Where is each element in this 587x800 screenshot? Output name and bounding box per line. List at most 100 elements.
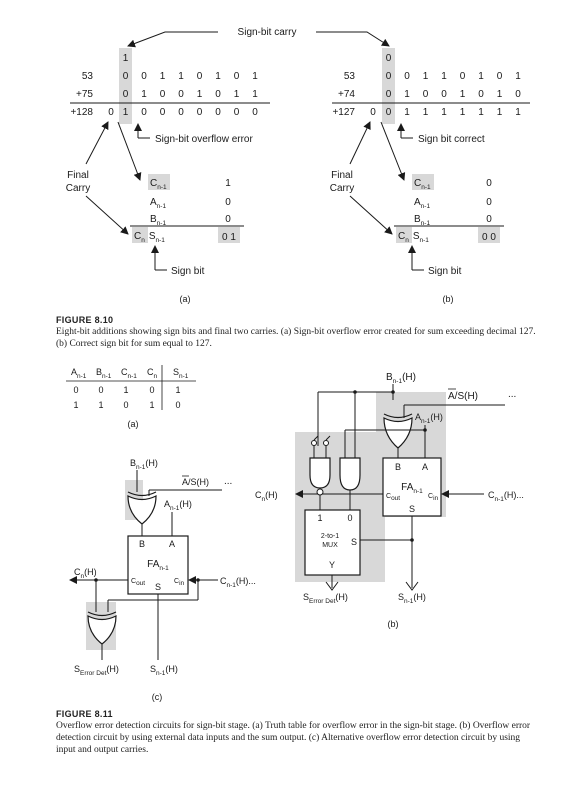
bit-cell: 0 [441, 89, 447, 100]
as-dots: ... [224, 476, 232, 487]
shade-col-b [382, 48, 395, 124]
b-val: 0 [225, 214, 231, 225]
bit-cell: 1 [423, 107, 429, 118]
bit-cell: 0 [234, 71, 240, 82]
cout-pin: Cout [131, 578, 145, 587]
row-label: +128 [70, 107, 93, 118]
bit-cell: 0 [252, 107, 258, 118]
junction-dot [410, 538, 414, 542]
b-val: 0 [486, 214, 492, 225]
bit-cell: 1 [497, 107, 503, 118]
tt-cell: 1 [73, 400, 78, 410]
bit-cell: 0 [160, 89, 166, 100]
sum-val: 0 0 [482, 232, 496, 243]
cout-pin: Cout [386, 493, 400, 502]
bit-cell: 1 [460, 89, 466, 100]
bit-cell: 0 [404, 71, 410, 82]
b-input-label: Bn-1(H) [130, 458, 158, 471]
shade-sum [478, 227, 500, 243]
bit-cell: 1 [515, 107, 521, 118]
bit-cell: 1 [252, 71, 258, 82]
s-pin: S [155, 582, 161, 592]
b-n1-label: Bn-1 [414, 214, 430, 227]
junction-dot [423, 428, 427, 432]
cn1-input-label: Cn-1(H)... [488, 490, 524, 503]
a-input-label: An-1(H) [415, 412, 443, 425]
tt-cell: 1 [149, 400, 154, 410]
carry-bit-b: 0 [386, 53, 392, 64]
tt-header-cell: Sn-1 [173, 367, 189, 380]
as-dots: ... [508, 389, 516, 400]
row-label: +75 [76, 89, 93, 100]
mux-in-0: 0 [347, 513, 352, 523]
fig811-text: Overflow error detection circuits for si… [56, 721, 531, 755]
tt-cell: 0 [98, 385, 103, 395]
final-carry-bit: 0 [370, 107, 376, 118]
shade-cn1 [412, 174, 434, 190]
bit-cell: 1 [141, 89, 147, 100]
a-val: 0 [225, 197, 231, 208]
overflow-note: Sign-bit overflow error [155, 134, 253, 145]
carry-bit-a: 1 [123, 53, 129, 64]
tt-cell: 0 [149, 385, 154, 395]
bit-cell: 0 [215, 107, 221, 118]
bit-cell: 1 [478, 71, 484, 82]
pin-a: A [169, 539, 175, 549]
tt-cell: 0 [123, 400, 128, 410]
subfig-tag-a: (a) [180, 294, 191, 304]
bit-cell: 1 [441, 107, 447, 118]
bit-cell: 1 [460, 107, 466, 118]
bit-cell: 1 [252, 89, 258, 100]
bit-cell: 0 [386, 89, 392, 100]
bit-cell: 0 [197, 107, 203, 118]
bit-cell: 1 [215, 71, 221, 82]
bit-cell: 1 [234, 89, 240, 100]
bit-cell: 0 [215, 89, 221, 100]
carry-arrow-b [316, 31, 390, 47]
fig810-title: FIGURE 8.10 [56, 315, 114, 325]
final-label: Final [67, 170, 89, 181]
bit-cell: 1 [178, 71, 184, 82]
bit-cell: 1 [197, 89, 203, 100]
junction-dot [94, 578, 98, 582]
a-input-label: An-1(H) [164, 499, 192, 512]
final-carry-bit: 0 [108, 107, 114, 118]
mux-in-1: 1 [317, 513, 322, 523]
mux-label-1: 2-to-1 [321, 533, 339, 540]
sum-out-arrow [405, 581, 419, 591]
tt-header-cell: Cn [147, 367, 158, 380]
subfig-tag-c: (c) [152, 692, 163, 702]
bit-cell: 1 [123, 107, 129, 118]
shade-cn [132, 227, 148, 243]
shade-col-a [119, 48, 132, 124]
junction-dot [353, 390, 357, 394]
invert-bubble [323, 440, 329, 446]
bit-cell: 0 [141, 71, 147, 82]
bit-cell: 0 [460, 71, 466, 82]
tt-cell: 0 [73, 385, 78, 395]
cn-output-label: Cn(H) [255, 490, 278, 503]
row-label: 53 [82, 71, 94, 82]
tt-header-cell: An-1 [71, 367, 87, 380]
shade-sum [218, 227, 240, 243]
sn1-output-label: Sn-1(H) [398, 592, 426, 605]
shade-cn [396, 227, 412, 243]
tt-cell: 0 [175, 400, 180, 410]
bit-cell: 0 [423, 89, 429, 100]
xor-gate [383, 413, 413, 449]
a-val: 0 [486, 197, 492, 208]
tt-cell: 1 [175, 385, 180, 395]
and-gate [339, 457, 361, 491]
final-carry-arrow-up [349, 121, 371, 165]
bit-cell: 1 [478, 107, 484, 118]
bit-cell: 0 [386, 107, 392, 118]
shade-cn1 [148, 174, 170, 190]
tt-cell: 1 [98, 400, 103, 410]
full-adder-box [382, 457, 442, 517]
